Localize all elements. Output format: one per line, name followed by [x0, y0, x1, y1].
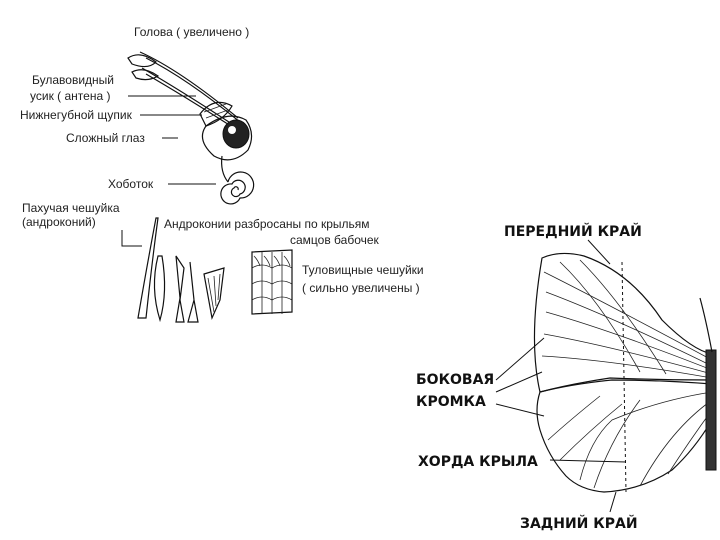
label-front-edge: ПЕРЕДНИЙ КРАЙ — [504, 223, 642, 240]
scales-illustration — [138, 218, 292, 322]
label-androconia-2: самцов бабочек — [290, 233, 380, 247]
scent-scale-drawing — [138, 218, 158, 318]
label-scent-scale-2: (андроконий) — [22, 215, 96, 229]
label-body-scales-1: Туловищные чешуйки — [302, 263, 424, 277]
label-rear-edge: ЗАДНИЙ КРАЙ — [520, 515, 638, 532]
proboscis-spiral — [221, 172, 254, 204]
label-palp: Нижнегубной щупик — [20, 108, 133, 122]
androconium-2 — [176, 256, 184, 322]
wing-chord-line — [622, 262, 626, 492]
label-wing-chord: ХОРДА КРЫЛА — [418, 454, 538, 470]
wing-illustration — [534, 253, 716, 492]
butterfly-body-edge — [706, 350, 716, 470]
label-body-scales-2: ( сильно увеличены ) — [302, 281, 420, 295]
androconium-3 — [188, 262, 198, 322]
label-head: Голова ( увеличено ) — [134, 25, 249, 39]
androconium-1 — [154, 256, 164, 320]
label-scent-scale-1: Пахучая чешуйка — [22, 201, 120, 215]
body-scales-drawing — [252, 250, 292, 314]
label-side-edge-2: КРОМКА — [416, 394, 486, 410]
label-side-edge-1: БОКОВАЯ — [416, 372, 494, 388]
compound-eye-drawing — [223, 120, 249, 148]
label-antenna-2: усик ( антена ) — [30, 89, 110, 103]
label-androconia-1: Андроконии разбросаны по крыльям — [164, 217, 370, 231]
label-antenna-1: Булавовидный — [32, 73, 114, 87]
label-proboscis: Хоботок — [108, 177, 154, 191]
label-compound-eye: Сложный глаз — [66, 131, 145, 145]
